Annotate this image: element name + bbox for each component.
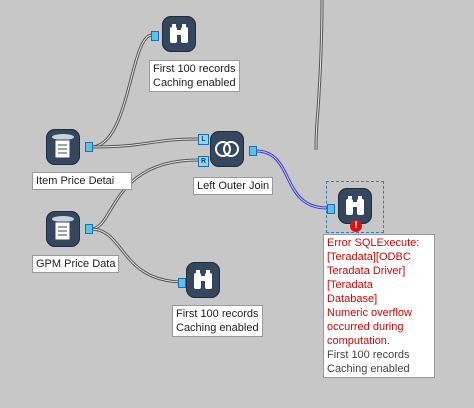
annotation-line: Caching enabled bbox=[176, 322, 259, 334]
browse-top-annotation: First 100 records Caching enabled bbox=[149, 60, 240, 92]
wire-item-to-browse-top bbox=[90, 33, 153, 149]
annotation-line: Caching enabled bbox=[327, 363, 410, 375]
browse-tool-bottom[interactable] bbox=[186, 262, 220, 298]
item-price-output-anchor[interactable] bbox=[85, 142, 93, 152]
error-message-line: occurred during bbox=[327, 321, 404, 333]
binoculars-icon bbox=[194, 270, 212, 289]
error-message-line: computation. bbox=[327, 335, 390, 347]
browse-bottom-input-anchor[interactable] bbox=[178, 278, 186, 288]
browse-bottom-annotation: First 100 records Caching enabled bbox=[172, 305, 263, 337]
error-icon: ! bbox=[350, 220, 362, 232]
annotation-line: First 100 records bbox=[176, 308, 259, 320]
annotation-line: Item Price Detai bbox=[36, 175, 115, 187]
browse-top-input-anchor[interactable] bbox=[151, 31, 159, 41]
error-message-line: Numeric overflow bbox=[327, 307, 412, 319]
input-tool-item-price[interactable] bbox=[46, 129, 80, 165]
error-message-line: [Teradata bbox=[327, 279, 373, 291]
join-annotation: Left Outer Join bbox=[193, 177, 274, 195]
input-tool-gpm[interactable] bbox=[46, 211, 80, 247]
gpm-annotation: GPM Price Data bbox=[32, 255, 120, 273]
join-tool[interactable] bbox=[210, 131, 244, 167]
join-left-anchor[interactable]: L bbox=[198, 134, 209, 145]
join-output-anchor[interactable] bbox=[249, 146, 257, 156]
annotation-line: GPM Price Data bbox=[36, 258, 116, 270]
binoculars-icon bbox=[170, 24, 188, 43]
gpm-output-anchor[interactable] bbox=[85, 224, 93, 234]
annotation-line: Left Outer Join bbox=[197, 180, 270, 192]
annotation-line: First 100 records bbox=[153, 63, 236, 75]
join-right-anchor[interactable]: R bbox=[198, 156, 209, 167]
browse-tool-top[interactable] bbox=[162, 16, 196, 52]
database-input-icon bbox=[52, 134, 74, 159]
join-icon bbox=[215, 141, 239, 157]
browse-error-annotation: Error SQLExecute: [Teradata][ODBC Terada… bbox=[323, 234, 435, 378]
item-price-annotation: Item Price Detai bbox=[32, 172, 132, 190]
error-message-line: Database] bbox=[327, 293, 378, 305]
annotation-line: First 100 records bbox=[327, 349, 410, 361]
error-message-line: Error SQLExecute: bbox=[327, 237, 420, 249]
annotation-line: Caching enabled bbox=[153, 77, 236, 89]
binoculars-icon bbox=[346, 196, 364, 215]
database-input-icon bbox=[52, 216, 74, 241]
selection-box bbox=[326, 181, 384, 233]
wire-gpm-to-join-right bbox=[90, 158, 199, 231]
error-message-line: [Teradata][ODBC bbox=[327, 251, 411, 263]
error-message-line: Teradata Driver] bbox=[327, 265, 406, 277]
browse-tool-error[interactable] bbox=[338, 188, 372, 224]
browse-error-input-anchor[interactable] bbox=[327, 204, 335, 214]
